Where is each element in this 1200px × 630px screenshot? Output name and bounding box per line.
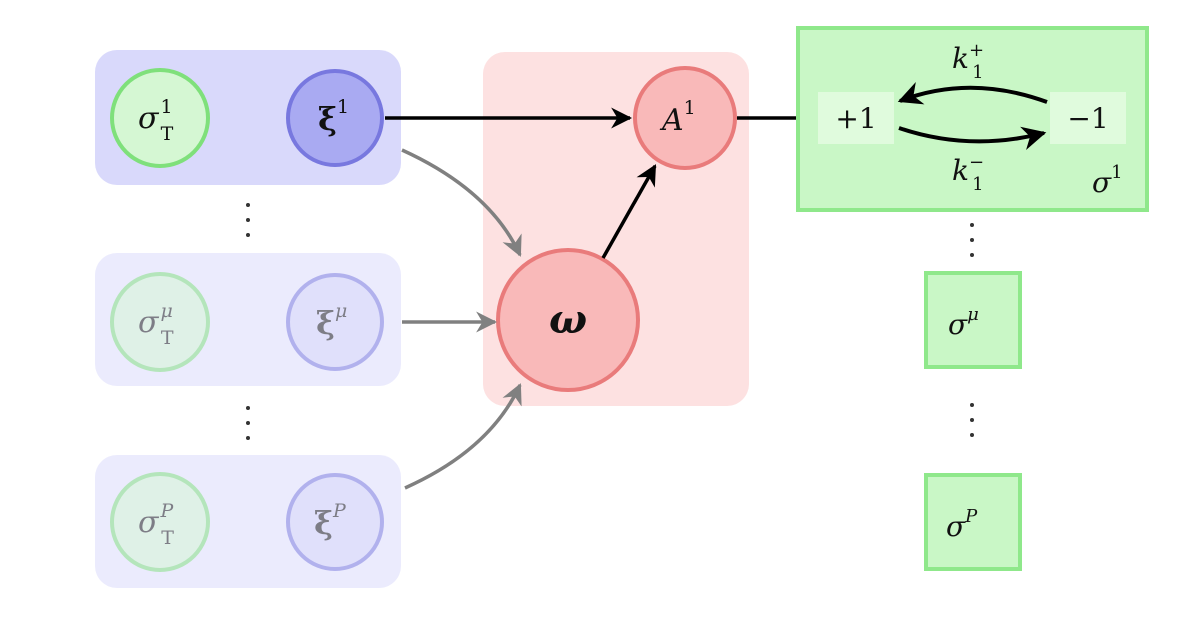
rate-plus-label: k+1: [952, 40, 984, 83]
vdots-left: [246, 203, 250, 440]
pattern-node-P: [286, 473, 384, 571]
target-node-mu: [110, 272, 210, 372]
vdots-right: [970, 223, 974, 437]
output-unit-1: +1 −1 k+1 k−1 σ1: [796, 26, 1149, 212]
state-plus: [818, 92, 894, 144]
output-label: σ1: [1092, 162, 1123, 199]
pattern-label-1: ξ1: [318, 96, 349, 138]
pattern-node-1: [286, 69, 384, 167]
svg-text:σμ: σμ: [948, 304, 979, 341]
activation-label: A1: [659, 97, 696, 138]
pattern-label-mu: ξμ: [316, 300, 347, 342]
activation-node: [633, 66, 737, 170]
weights-label: ω: [549, 296, 587, 343]
arrows: [385, 107, 818, 490]
state-minus-label: −1: [1067, 102, 1108, 135]
target-node-1: [110, 68, 210, 168]
state-plus-label: +1: [835, 102, 876, 135]
pattern-label-P: ξP: [314, 500, 347, 542]
weights-node: [496, 248, 640, 392]
rate-minus-label: k−1: [952, 152, 984, 195]
svg-text:σP: σP: [946, 506, 978, 543]
state-minus: [1050, 92, 1126, 144]
output-unit-P: σP: [924, 473, 1022, 571]
pattern-node-mu: [286, 273, 384, 371]
output-unit-mu: σμ: [924, 271, 1022, 369]
target-node-P: [110, 472, 210, 572]
